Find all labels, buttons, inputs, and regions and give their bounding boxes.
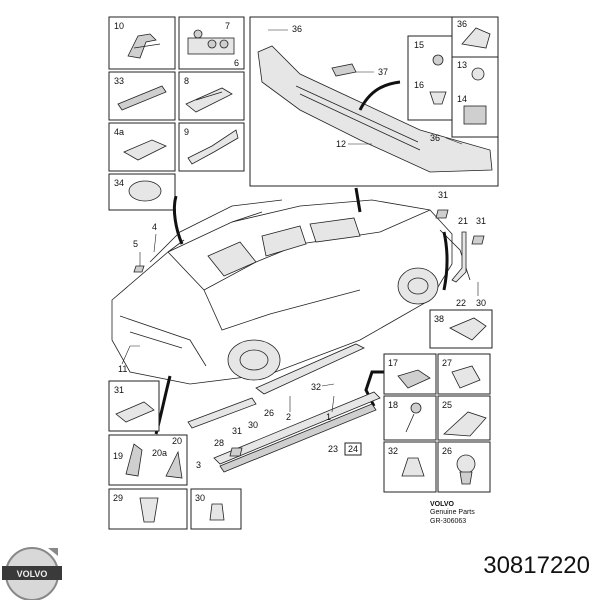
box-4a: 4a (108, 122, 176, 172)
callout-14: 14 (457, 94, 467, 104)
box-25: 25 (437, 395, 491, 441)
callout-9: 9 (184, 127, 189, 137)
callout-31-box: 31 (114, 385, 124, 395)
box-36: 36 (451, 16, 499, 58)
callout-2: 2 (286, 412, 291, 422)
moldings (187, 343, 381, 473)
box-27: 27 (437, 353, 491, 395)
callout-30a: 30 (476, 298, 486, 308)
callout-1: 1 (326, 412, 331, 422)
box-32: 32 (383, 441, 437, 493)
callout-15: 15 (414, 40, 424, 50)
callout-17: 17 (388, 358, 398, 368)
callout-31a: 31 (438, 190, 448, 200)
callout-21: 21 (458, 216, 468, 226)
callout-8: 8 (184, 76, 189, 86)
brand-volvo-small: VOLVO (430, 501, 455, 508)
box-31: 31 (108, 380, 160, 432)
brand-reference: GR-306063 (430, 518, 466, 525)
callout-12: 12 (336, 139, 346, 149)
callout-22: 22 (456, 298, 466, 308)
callout-33: 33 (114, 76, 124, 86)
callout-16: 16 (414, 80, 424, 90)
box-19-20: 19 20a 20 (108, 434, 188, 486)
callout-4: 4 (152, 222, 157, 232)
callout-4a: 4a (114, 127, 124, 137)
callout-11: 11 (118, 364, 127, 374)
box-9: 9 (178, 122, 245, 172)
callout-20: 20 (172, 436, 182, 446)
callout-26-box: 26 (442, 446, 452, 456)
volvo-logo-text: VOLVO (17, 569, 48, 579)
volvo-logo-icon: VOLVO (2, 547, 62, 600)
callout-13: 13 (457, 60, 467, 70)
callout-38: 38 (434, 314, 444, 324)
box-17: 17 (383, 353, 437, 395)
callout-36-box: 36 (457, 19, 467, 29)
callout-36a: 36 (292, 24, 302, 34)
callout-3: 3 (196, 460, 201, 470)
box-15-16: 15 16 (407, 35, 453, 121)
brand-block: VOLVO Genuine Parts GR-306063 (430, 501, 475, 525)
box-13-14: 13 14 (451, 56, 499, 138)
part-number: 30817220 (483, 552, 590, 579)
box-38: 38 (429, 309, 493, 349)
callout-20a: 20a (152, 448, 167, 458)
callout-26: 26 (264, 408, 274, 418)
callout-34: 34 (114, 178, 124, 188)
callout-24: 24 (348, 444, 358, 454)
callout-23: 23 (328, 444, 338, 454)
callout-30-box: 30 (195, 493, 205, 503)
callout-6: 6 (234, 58, 239, 68)
callout-10: 10 (114, 21, 124, 31)
callout-25: 25 (442, 400, 452, 410)
callout-32: 32 (311, 382, 321, 392)
callout-29: 29 (113, 493, 123, 503)
callout-37: 37 (378, 67, 388, 77)
box-30: 30 (190, 488, 242, 530)
brand-genuine-parts: Genuine Parts (430, 509, 475, 516)
callout-19: 19 (113, 451, 123, 461)
box-34: 34 (108, 173, 176, 211)
box-18: 18 (383, 395, 437, 441)
box-8: 8 (178, 71, 245, 121)
callout-5: 5 (133, 239, 138, 249)
box-7-6: 7 6 (178, 16, 245, 70)
box-29: 29 (108, 488, 188, 530)
callout-7: 7 (225, 21, 230, 31)
callout-27: 27 (442, 358, 452, 368)
callout-32-box: 32 (388, 446, 398, 456)
callout-36b: 36 (430, 133, 440, 143)
callout-28: 28 (214, 438, 224, 448)
box-33: 33 (108, 71, 176, 121)
callout-31b: 31 (476, 216, 486, 226)
box-26: 26 (437, 441, 491, 493)
callout-31c: 31 (232, 426, 242, 436)
box-10: 10 (108, 16, 176, 70)
callout-30b: 30 (248, 420, 258, 430)
callout-18: 18 (388, 400, 398, 410)
